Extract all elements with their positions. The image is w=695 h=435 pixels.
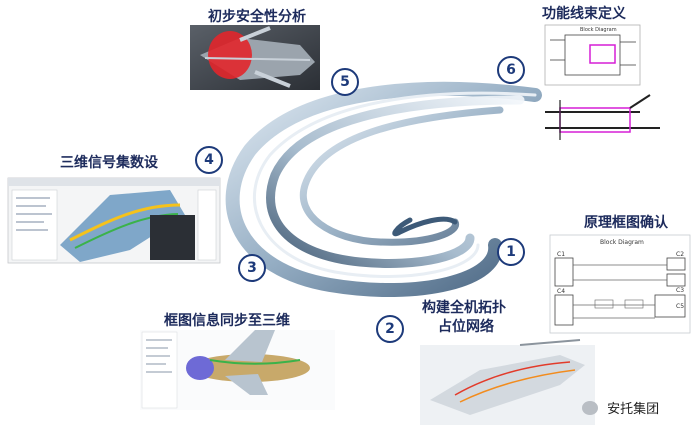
spiral-graphic	[225, 81, 542, 297]
node-c2: C2	[676, 251, 685, 258]
step2-label-line1: 构建全机拓扑	[422, 300, 506, 316]
step4-label: 三维信号集数设	[60, 155, 158, 171]
wechat-icon	[582, 400, 598, 415]
node-c1: C1	[557, 251, 566, 258]
block-diagram-title: Block Diagram	[600, 239, 644, 246]
signal-set-3d-image	[7, 177, 221, 264]
step3-label: 框图信息同步至三维	[164, 313, 290, 329]
step6-label: 功能线束定义	[542, 6, 626, 22]
node-c5: C5	[676, 303, 685, 310]
harness-diagram-title: Block Diagram	[580, 27, 617, 33]
step3-number: 3	[238, 254, 266, 282]
step1-number: 1	[497, 238, 525, 266]
step5-number: 5	[331, 68, 359, 96]
step5-label: 初步安全性分析	[208, 9, 306, 25]
watermark-text: 安托集团	[607, 402, 660, 417]
watermark: 安托集团	[582, 397, 660, 417]
topology-network-image	[420, 339, 595, 425]
safety-analysis-image	[190, 25, 320, 90]
sync-to-3d-image	[140, 330, 335, 410]
node-c4: C4	[557, 288, 566, 295]
step1-label: 原理框图确认	[584, 215, 668, 231]
node-c3: C3	[676, 287, 685, 294]
step2-number: 2	[376, 315, 404, 343]
harness-definition-image	[544, 24, 660, 145]
block-diagram-image	[549, 234, 691, 334]
step6-number: 6	[497, 56, 525, 84]
step4-number: 4	[195, 146, 223, 174]
step2-label-line2: 占位网络	[438, 319, 494, 335]
